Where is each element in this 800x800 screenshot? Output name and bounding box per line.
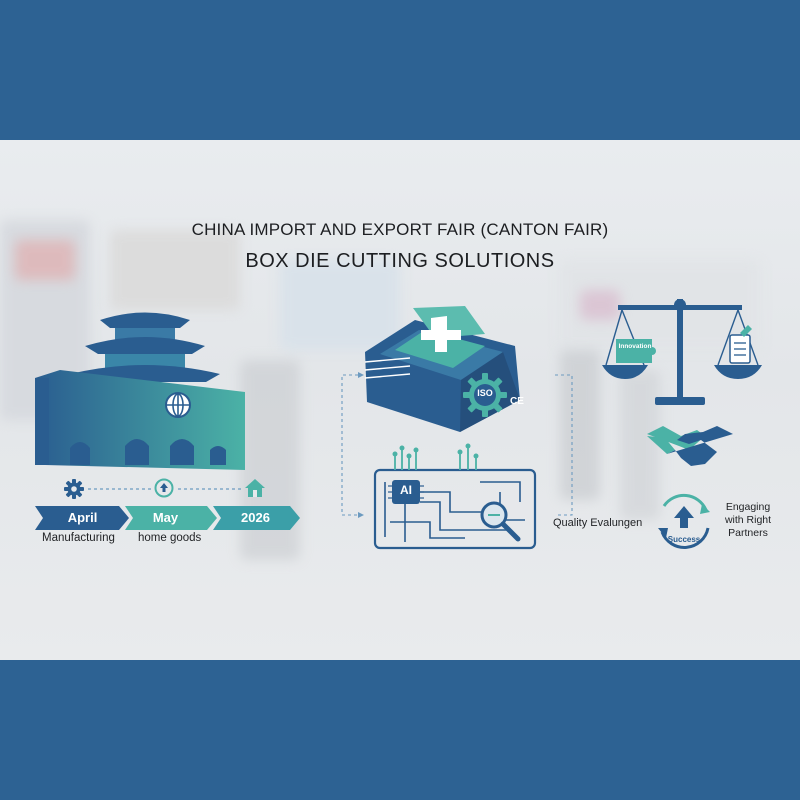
ce-mark: CE (510, 396, 524, 407)
page-subtitle: BOX DIE CUTTING SOLUTIONS (245, 250, 555, 272)
timeline-chevrons (35, 506, 300, 530)
background-sign (580, 290, 620, 320)
timeline-caption-home-goods: home goods (138, 532, 202, 544)
top-band (0, 0, 800, 140)
background-crowd (560, 350, 600, 500)
bottom-band (0, 660, 800, 800)
timeline-label-2026: 2026 (241, 510, 270, 525)
timeline-connector (88, 488, 242, 490)
certification-gear-icon (463, 373, 507, 417)
page-title: CHINA IMPORT AND EXPORT FAIR (CANTON FAI… (191, 220, 609, 239)
success-label: Success (667, 535, 701, 544)
background-sign (15, 240, 75, 280)
iso-badge: ISO (477, 388, 493, 398)
home-icon (245, 479, 265, 497)
magnifier-icon (480, 501, 521, 542)
quality-caption: Quality Evalungen (553, 517, 643, 529)
timeline-caption-manufacturing: Manufacturing (42, 532, 115, 544)
ai-circuit-board (373, 443, 537, 550)
ai-chip-label: AI (400, 483, 412, 497)
engaging-caption: Engaging with Right Partners (724, 501, 772, 539)
background-booth (280, 260, 400, 350)
china-gate-illustration (35, 312, 245, 470)
balance-scale (602, 299, 762, 405)
timeline-label-may: May (152, 510, 179, 525)
gear-icon (64, 479, 84, 499)
die-cutting-machine (364, 306, 520, 432)
background-crowd (620, 370, 660, 520)
upload-icon (154, 478, 174, 498)
flow-arrows (341, 372, 573, 518)
timeline-label-april: April (67, 510, 98, 525)
background-booth (110, 230, 240, 310)
handshake-icon (647, 426, 733, 466)
infographic-panel: CHINA IMPORT AND EXPORT FAIR (CANTON FAI… (0, 140, 800, 660)
globe-icon (165, 392, 191, 418)
scale-label-innovation: Innovation (618, 343, 652, 350)
success-cycle-icon (658, 493, 710, 549)
